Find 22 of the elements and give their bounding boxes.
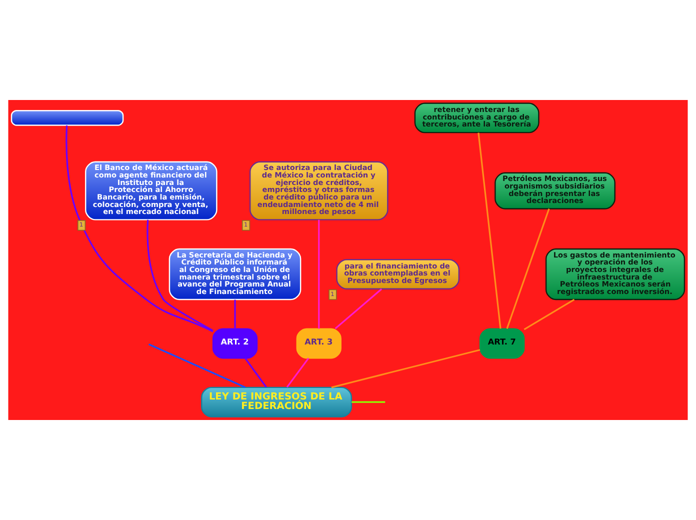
connector <box>478 132 502 329</box>
connector <box>146 220 214 332</box>
node-box: ART. 2 <box>212 328 258 359</box>
connector <box>506 208 550 329</box>
connector <box>331 349 480 388</box>
node-box: ART. 3 <box>296 328 342 359</box>
connector <box>244 358 267 388</box>
connector <box>524 298 575 330</box>
connector <box>334 288 382 330</box>
connector <box>318 220 320 329</box>
node-box: retener y enterar las contribuciones a cargo de terceros, ante la Tesorería <box>414 102 540 134</box>
connector <box>286 358 310 388</box>
node-box: Los gastos de mantenimiento y operación de los proyectos integrales de infraestructura de Petróleos Mexicanos serán registrados como inversión. <box>545 248 686 300</box>
node-box: LEY DE INGRESOS DE LA FEDERACIÓN <box>201 386 352 418</box>
node-box: Petróleos Mexicanos, sus organismos subsidiarios deberán presentar las declaraciones <box>494 172 616 210</box>
connector <box>352 401 386 403</box>
node-box: ART. 7 <box>480 328 525 359</box>
connector <box>148 344 246 388</box>
connector <box>234 300 236 329</box>
connector <box>66 125 214 332</box>
node-box: La Secretaria de Hacienda y Crédito Público informará al Congreso de la Unión de manera trimestral sobre el avance del Programa Anual de Financiamiento <box>168 248 302 300</box>
node-box <box>10 110 124 126</box>
